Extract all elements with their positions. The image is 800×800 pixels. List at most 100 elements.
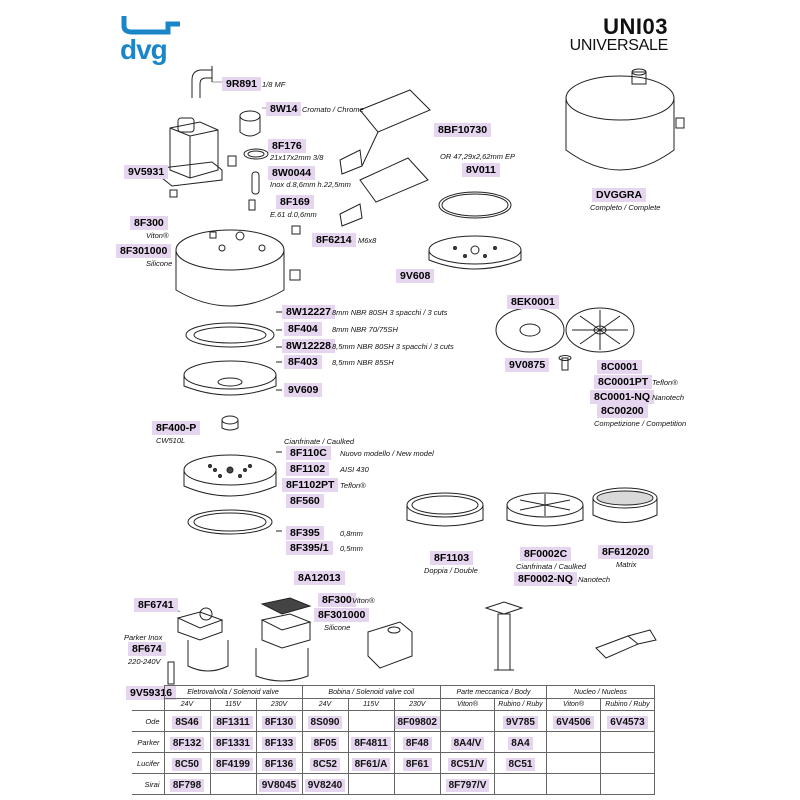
table-cell: 8F09802	[394, 716, 440, 729]
part-code: 8F1102PT	[282, 478, 339, 492]
table-cell: 8C51	[505, 758, 536, 771]
table-cell: 8S46	[172, 716, 202, 729]
part-code: 8F6214	[312, 233, 356, 247]
sub-header: Viton®	[439, 698, 495, 711]
row-label: Lucifer	[132, 752, 165, 774]
part-code: 8W0044	[268, 166, 316, 180]
part-note: Nuovo modello / New model	[340, 449, 434, 458]
mixing-tube-drawing	[339, 89, 431, 227]
part-code: 8F400-P	[152, 421, 201, 435]
solenoid-coil-drawing	[255, 597, 312, 682]
table-cell: 8F797/V	[445, 779, 490, 792]
table-cell: 8C50	[172, 758, 202, 771]
logo: dvg	[118, 10, 188, 66]
matrix-filter-drawing	[592, 487, 658, 523]
part-note: Viton®	[352, 596, 375, 605]
shower-gasket-drawing	[187, 509, 273, 535]
part-code: 8V011	[462, 163, 500, 177]
part-note: 21x17x2mm 3/8	[270, 153, 324, 162]
part-code: 8F176	[268, 139, 306, 153]
table-row: Parker 8F132 8F1331 8F133 8F05 8F4811 8F…	[132, 731, 655, 753]
gaskets-drawing	[183, 322, 277, 396]
part-code: 9V0875	[505, 358, 550, 372]
table-cell: 8F61	[402, 758, 432, 771]
part-note: E.61 d.0,6mm	[270, 210, 317, 219]
part-note: 0,8mm	[340, 529, 363, 538]
part-code: 8F612020	[598, 545, 654, 559]
table-cell: 9V8240	[304, 779, 346, 792]
part-note: Cianfrinata / Caulked	[516, 562, 587, 571]
group-header: Parte meccanica / Body	[439, 685, 547, 699]
part-code: 8C0001PT	[594, 375, 653, 389]
part-code: 9V609	[284, 383, 323, 397]
part-note: Matrix	[616, 560, 637, 569]
double-filter-drawing	[406, 492, 484, 527]
caulked-caption: Cianfrinate / Caulked	[284, 437, 355, 446]
part-note: Cromato / Chrome	[302, 105, 364, 114]
sub-header: 24V	[301, 698, 349, 711]
part-note: CW510L	[156, 436, 186, 445]
solenoid-valve-drawing	[161, 117, 223, 187]
group-head-body-drawing	[175, 229, 285, 307]
part-note: Teflon®	[652, 378, 678, 387]
table-cell: 9V8045	[258, 779, 300, 792]
logo-mark	[121, 16, 180, 35]
group-header: Nucleo / Nucleos	[545, 685, 655, 699]
part-note: Silicone	[146, 259, 173, 268]
parker-valve-drawing	[176, 607, 229, 672]
table-cell: 8F61/A	[351, 758, 391, 771]
plunger-drawing	[595, 629, 657, 659]
pin-drawing	[251, 171, 260, 195]
table-cell: 8F798	[169, 779, 205, 792]
sub-header: 115V	[209, 698, 257, 711]
table-cell: 8C52	[310, 758, 340, 771]
table-cell: 8F05	[310, 737, 340, 750]
table-cell: 8F4811	[351, 737, 391, 750]
sub-header: Rubino / Ruby	[493, 698, 547, 711]
caulked-filter-drawing	[506, 492, 584, 527]
group-header: Eletrovalvola / Solenoid valve	[163, 685, 303, 699]
gasket-drawing	[243, 148, 269, 160]
part-note: M6x8	[358, 236, 377, 245]
table-row: Ode 8S46 8F1311 8F130 8S090 8F09802 9V78…	[132, 710, 655, 732]
part-code: 8F1103	[430, 551, 474, 565]
part-code: 8C0001-NQ	[590, 390, 655, 404]
table-cell: 8F1311	[213, 716, 253, 729]
part-note: Nanotech	[578, 575, 611, 584]
row-label: Parker	[132, 731, 165, 753]
table-cell: 6V4506	[553, 716, 594, 729]
part-code: 8F169	[276, 195, 314, 209]
part-note: 8,5mm NBR 85SH	[332, 358, 394, 367]
part-code: 8A12013	[294, 571, 345, 585]
table-cell: 8F4199	[213, 758, 253, 771]
sub-header: Rubino / Ruby	[599, 698, 655, 711]
table-cell: 8F133	[261, 737, 297, 750]
part-code: 8EK0001	[507, 295, 559, 309]
table-cell: 8F132	[169, 737, 205, 750]
table-cell: 8F1331	[213, 737, 253, 750]
shower-screen-drawing	[183, 454, 277, 497]
part-code: 8F110C	[286, 446, 331, 460]
part-code: 8C00200	[597, 404, 648, 418]
part-code: 8F300	[130, 216, 168, 230]
valve-body-drawing	[484, 601, 524, 671]
part-code: 8F0002C	[520, 547, 572, 561]
part-code: 8C0001	[597, 360, 642, 374]
valve-screw-drawing	[167, 661, 175, 685]
part-code: 8F1102	[286, 462, 330, 476]
page-title: UNI03	[603, 14, 668, 39]
sub-header: Viton®	[545, 698, 601, 711]
part-note: Silicone	[324, 623, 351, 632]
part-note: Doppia / Double	[424, 566, 478, 575]
part-note: Competizione / Competition	[594, 419, 687, 428]
part-note: Teflon®	[340, 481, 366, 490]
coil-drawing	[367, 621, 413, 669]
table-cell: 8F136	[261, 758, 297, 771]
screws-drawing	[169, 155, 301, 281]
part-code: 8F0002-NQ	[514, 572, 577, 586]
sub-header: 115V	[347, 698, 395, 711]
part-code: 8W12228	[282, 339, 335, 353]
parker-inox-caption: Parker Inox	[124, 633, 163, 642]
part-code: 8W14	[266, 102, 302, 116]
part-code: 8F395/1	[286, 541, 333, 555]
